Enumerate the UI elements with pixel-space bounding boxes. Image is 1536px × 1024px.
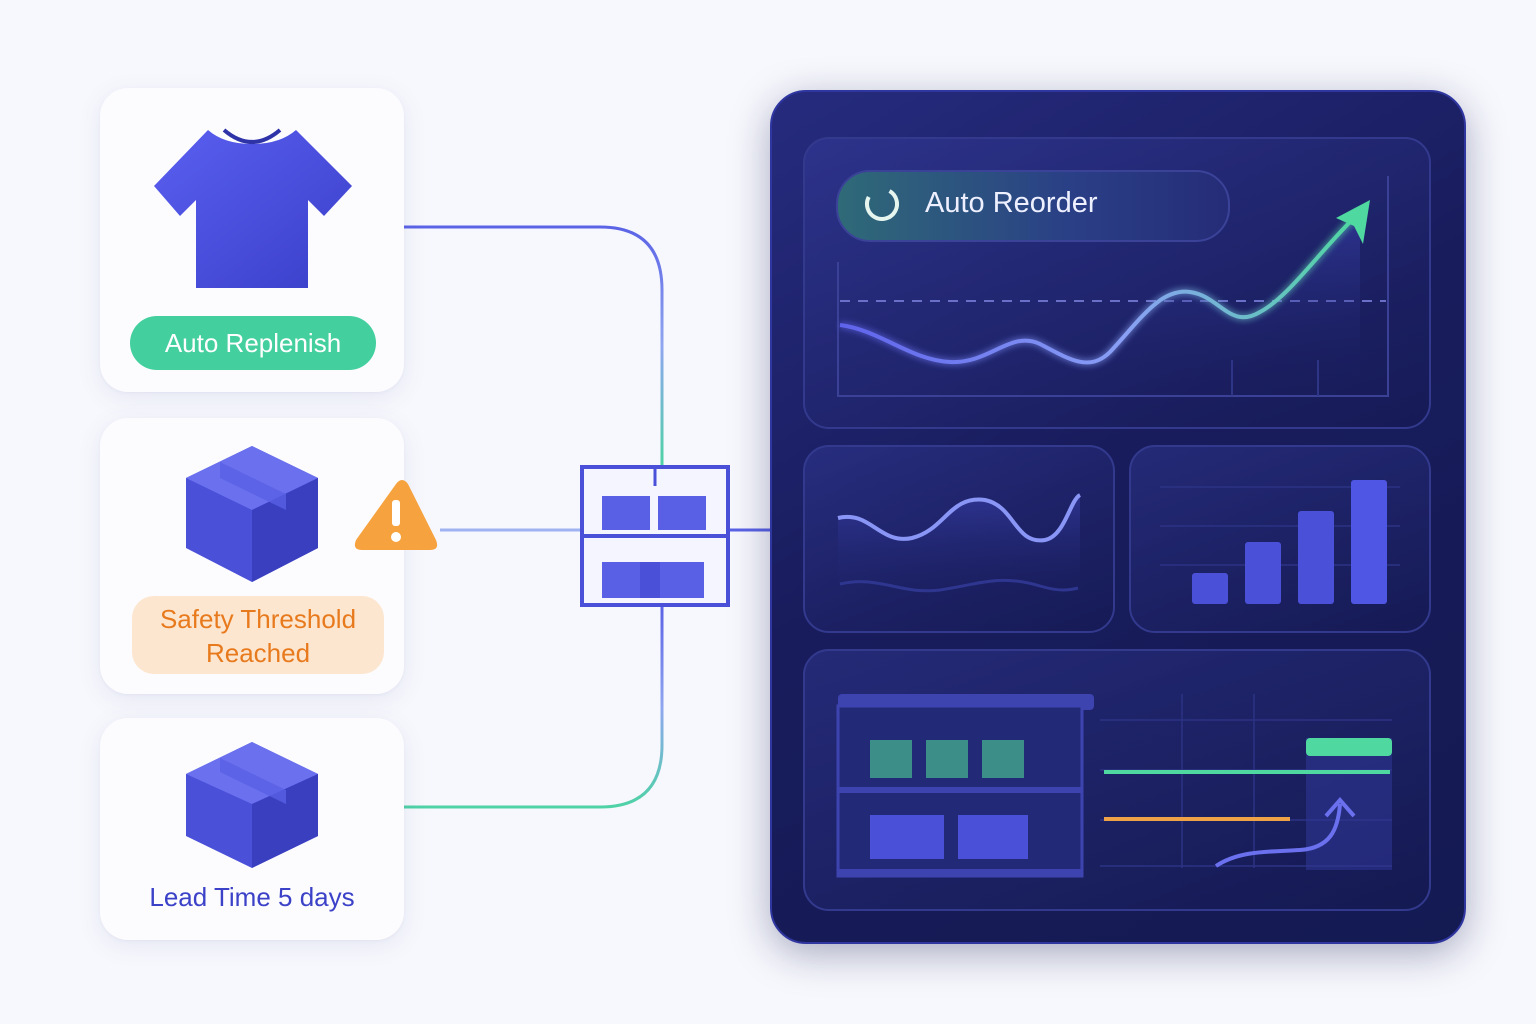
bar-4	[1351, 480, 1387, 604]
safety-threshold-badge: Safety Threshold Reached	[132, 596, 384, 674]
wave-line	[837, 493, 1082, 543]
product-card[interactable]: Auto Replenish	[100, 88, 404, 392]
safety-card[interactable]: Safety Threshold Reached	[100, 418, 404, 694]
trend-line	[839, 210, 1362, 365]
auto-reorder-label: Auto Reorder	[925, 187, 1098, 219]
auto-replenish-badge: Auto Replenish	[130, 316, 376, 370]
lead-time-label: Lead Time 5 days	[149, 882, 355, 912]
connector-bottom	[404, 607, 664, 809]
tshirt-icon	[154, 128, 352, 288]
auto-reorder-pill[interactable]	[836, 170, 1230, 242]
safety-badge-line2: Reached	[205, 638, 311, 668]
bar-3	[1298, 511, 1334, 604]
connector-top	[404, 225, 664, 465]
safety-badge-line1: Safety Threshold	[159, 604, 357, 634]
box-icon	[186, 446, 318, 582]
restock-arrow-icon	[1214, 803, 1342, 868]
bar-2	[1245, 542, 1281, 604]
lead-time-card[interactable]: Lead Time 5 days	[100, 718, 404, 940]
bar-1	[1192, 573, 1228, 604]
arrow-up-icon	[1336, 200, 1370, 244]
box-icon	[186, 742, 318, 868]
